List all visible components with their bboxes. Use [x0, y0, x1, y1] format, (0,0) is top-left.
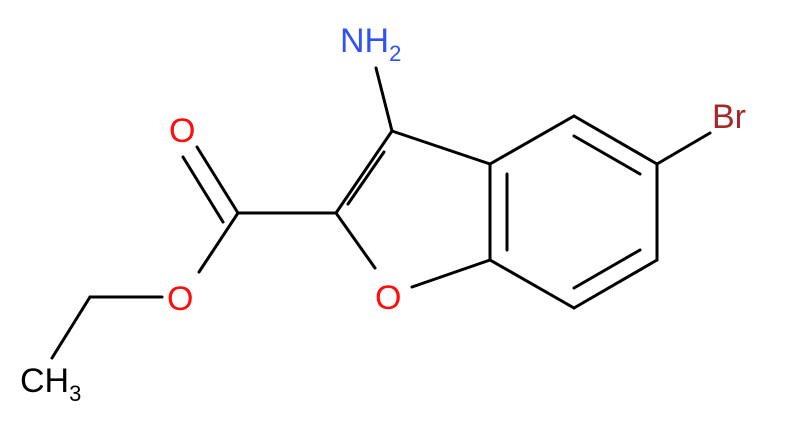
bond-ccarbonyl-o	[195, 145, 240, 215]
bond-ccarbonyl-oester	[197, 211, 240, 274]
bond-c4-c5-double	[572, 134, 642, 176]
bond-ccarbonyl-o-double	[181, 155, 225, 224]
bond-c5-br	[655, 131, 712, 166]
bond-c3-c2	[334, 129, 394, 215]
bond-c4-c5	[572, 114, 659, 166]
bond-c3-c3a	[390, 129, 492, 166]
bond-o-ring-c7a	[410, 258, 492, 289]
atom-label-ester-oxygen: O	[167, 280, 193, 318]
atom-label-amino: NH2	[340, 22, 401, 66]
bond-c6-c7-double	[572, 248, 642, 290]
atom-label-bromine: Br	[712, 98, 746, 136]
atom-label-methyl: CH3	[20, 362, 81, 406]
atom-labels: NH2 O O O Br CH3	[20, 22, 746, 406]
bond-c2-o-ring	[334, 211, 377, 270]
bond-c3a-c4	[488, 114, 576, 166]
atom-label-carbonyl-oxygen: O	[169, 112, 195, 150]
bond-ch2-ch3	[50, 295, 92, 360]
bonds	[50, 66, 712, 360]
bond-c3-c2-double	[346, 150, 386, 206]
bond-c6-c7	[572, 258, 659, 310]
bond-c7-c7a	[488, 258, 576, 310]
bond-c3-n	[374, 66, 394, 133]
atom-label-ring-oxygen: O	[375, 279, 401, 317]
